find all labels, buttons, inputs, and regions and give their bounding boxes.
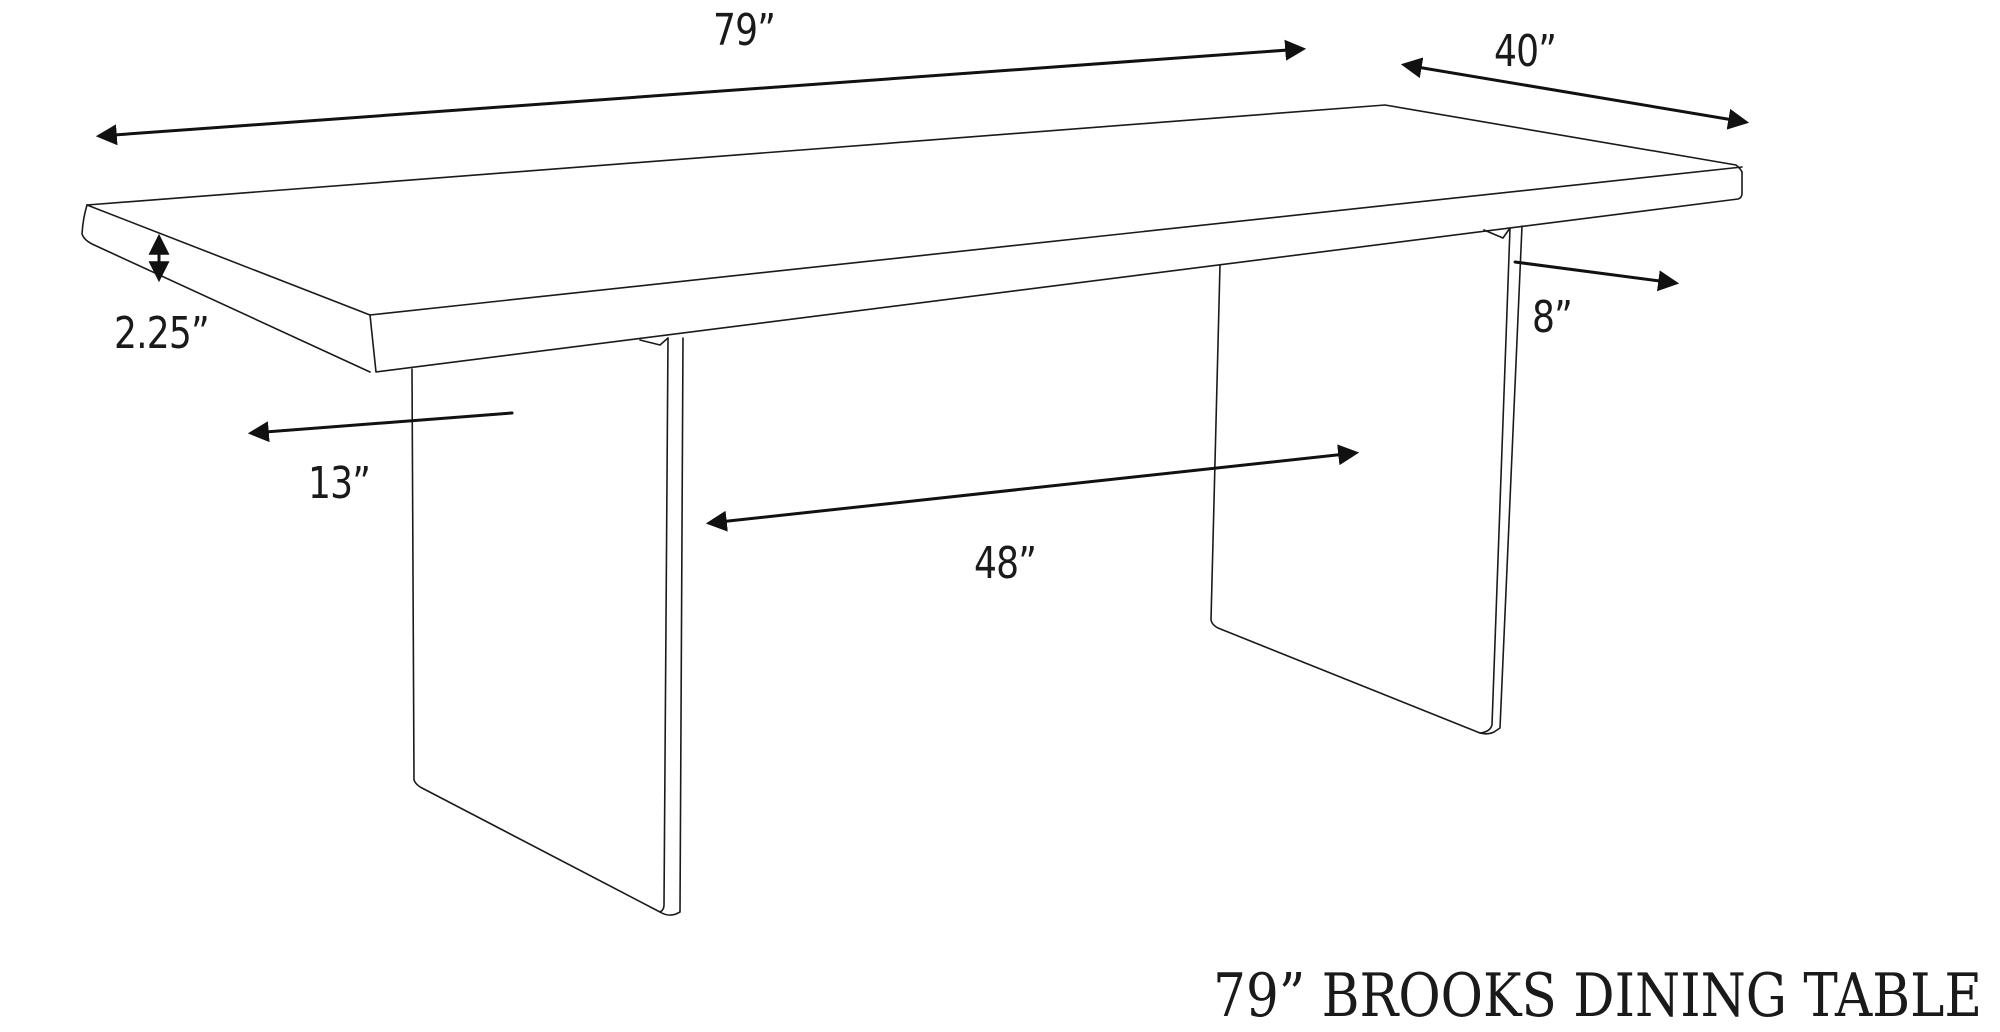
overhang-arrow — [247, 411, 514, 443]
table-top — [81, 104, 1743, 373]
length-label: 79” — [713, 5, 776, 56]
width-arrow — [1400, 57, 1750, 130]
leg-spacing-label: 48” — [974, 538, 1037, 589]
overhang-label: 13” — [308, 458, 371, 509]
side-overhang-label: 8” — [1532, 292, 1573, 343]
side-overhang-arrow — [1513, 260, 1680, 292]
left-leg — [411, 337, 684, 916]
thickness-label: 2.25” — [114, 308, 210, 359]
right-leg — [1210, 225, 1523, 735]
leg-spacing-arrow — [705, 444, 1360, 532]
length-arrow — [95, 39, 1307, 146]
width-label: 40” — [1494, 26, 1557, 77]
product-title: 79” BROOKS DINING TABLE — [1213, 961, 1982, 1031]
